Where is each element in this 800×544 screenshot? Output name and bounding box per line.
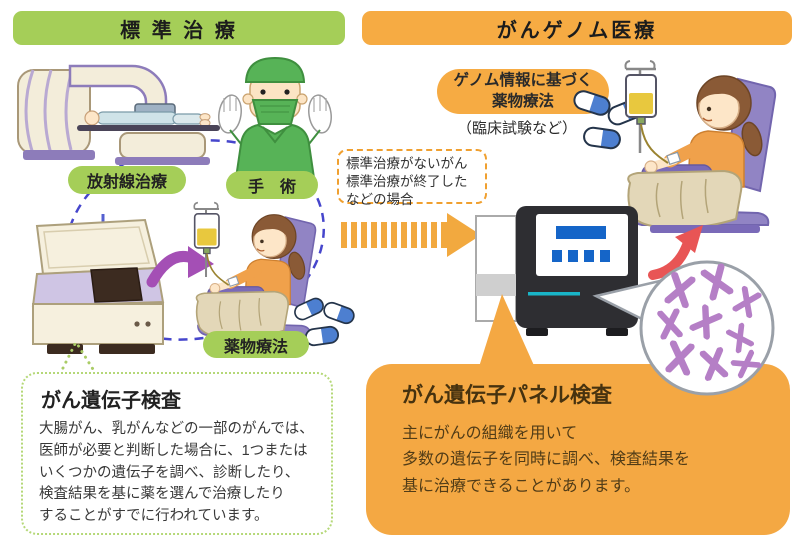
table-patient — [77, 110, 220, 165]
chromosomes-magnifier-illustration — [592, 260, 775, 396]
panel-box-tail — [478, 294, 536, 370]
purple-arrow — [146, 246, 214, 288]
red-arrow — [648, 225, 703, 280]
standard-treatment-header: 標 準 治 療 — [13, 11, 345, 45]
surgeon-illustration — [218, 56, 332, 179]
surgeon-body — [234, 123, 316, 179]
gene-box-callout-lines — [58, 340, 98, 376]
gene-test-machine-illustration — [31, 214, 165, 354]
condition-note-box: 標準治療がないがん 標準治療が終了した などの場合 — [337, 149, 487, 207]
radiation-machine-illustration — [17, 64, 220, 165]
surgery-label: 手 術 — [226, 171, 318, 199]
surgeon-gloves — [218, 94, 332, 134]
surgeon-cap — [244, 56, 306, 83]
gene-panel-description: 主にがんの組織を用いて 多数の遺伝子を同時に調べ、検査結果を 基に治療できること… — [402, 425, 691, 495]
gene-panel-title: がん遺伝子パネル検査 — [402, 384, 612, 407]
transition-arrow-bars — [341, 222, 447, 248]
drug-therapy-label: 薬物療法 — [203, 331, 309, 358]
genome-medicine-header: がんゲノム医療 — [362, 11, 792, 45]
gene-test-description: 大腸がん、乳がんなどの一部のがんでは、 医師が必要と判断した場合に、1つまたは … — [39, 421, 314, 524]
radiation-therapy-label: 放射線治療 — [68, 166, 186, 194]
clinical-trial-note: （臨床試験など） — [456, 120, 577, 137]
gene-test-info-box: がん遺伝子検査 大腸がん、乳がんなどの一部のがんでは、 医師が必要と判断した場合… — [21, 372, 333, 535]
gene-test-title: がん遺伝子検査 — [41, 390, 181, 412]
